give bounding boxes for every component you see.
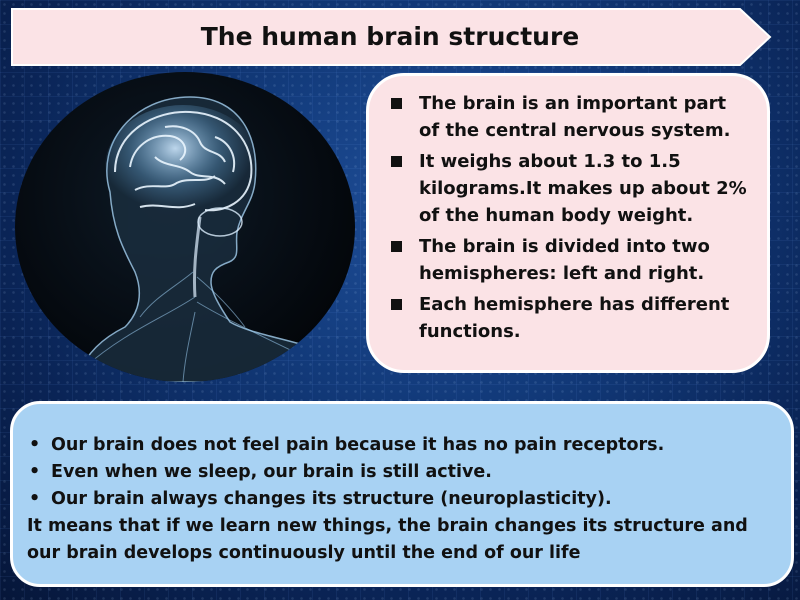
dot-bullet-icon: • [29, 489, 41, 509]
fact-item: •Our brain does not feel pain because it… [27, 432, 781, 459]
square-bullet-icon [391, 98, 402, 109]
fact-item: •Our brain always changes its structure … [27, 486, 781, 513]
title-banner: The human brain structure [10, 7, 772, 67]
info-item: The brain is an important part of the ce… [391, 90, 749, 144]
info-list: The brain is an important part of the ce… [369, 76, 767, 345]
info-item: It weighs about 1.3 to 1.5 kilograms.It … [391, 148, 749, 229]
page-title: The human brain structure [200, 22, 580, 51]
dot-bullet-icon: • [29, 435, 41, 455]
title-arrow-shape [11, 8, 772, 66]
fact-item: •Even when we sleep, our brain is still … [27, 459, 781, 486]
dot-bullet-icon: • [29, 462, 41, 482]
square-bullet-icon [391, 156, 402, 167]
square-bullet-icon [391, 299, 402, 310]
facts-list: •Our brain does not feel pain because it… [13, 404, 791, 513]
info-item: Each hemisphere has different functions. [391, 291, 749, 345]
square-bullet-icon [391, 241, 402, 252]
facts-panel: •Our brain does not feel pain because it… [10, 401, 794, 587]
facts-note: It means that if we learn new things, th… [27, 516, 748, 563]
brain-illustration [15, 72, 355, 382]
info-panel: The brain is an important part of the ce… [366, 73, 770, 373]
info-item: The brain is divided into two hemisphere… [391, 233, 749, 287]
